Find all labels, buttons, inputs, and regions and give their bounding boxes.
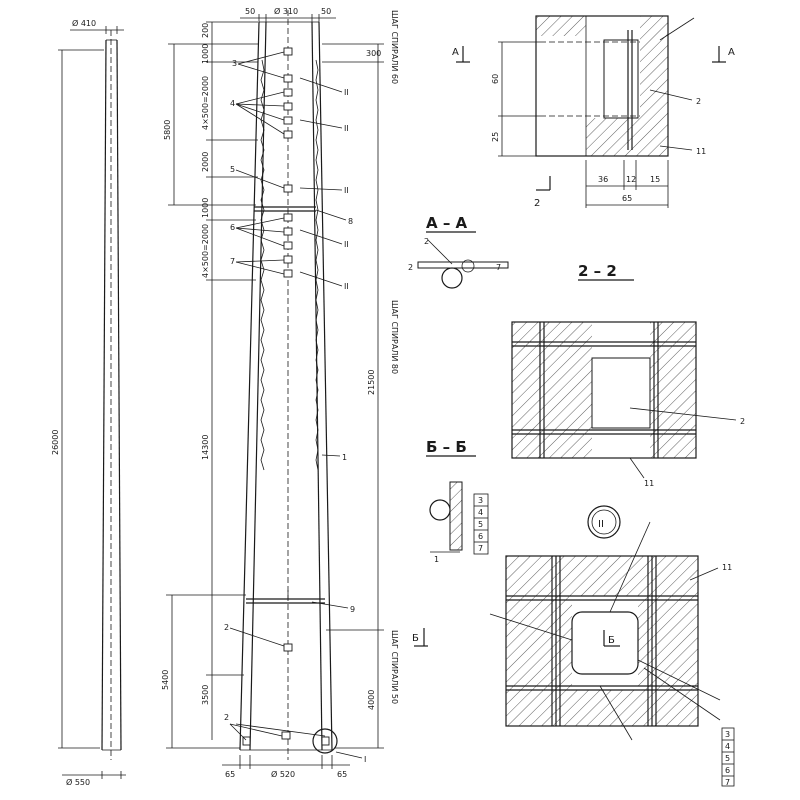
detail-mark-ii-2: II — [344, 124, 349, 133]
callout-2-lower: 2 — [224, 713, 229, 722]
dim-3500: 3500 — [201, 685, 210, 705]
bottom-dim-left: 65 — [225, 770, 235, 779]
section-aa-dim-7: 7 — [496, 263, 501, 272]
dim-1000-top: 1000 — [201, 44, 210, 64]
dim-14300: 14300 — [201, 435, 210, 460]
section-bb-callout-5: 5 — [478, 520, 483, 529]
dim-300: 300 — [366, 49, 381, 58]
top-dim-left: 50 — [245, 7, 255, 16]
callout-6: 6 — [230, 223, 235, 232]
section-mark-a-right: А — [728, 47, 735, 58]
detail-dim-65: 65 — [622, 194, 632, 203]
section-aa-title: А – А — [426, 214, 468, 232]
bottom-dim-right: 65 — [337, 770, 347, 779]
section-mark-2: 2 — [534, 198, 540, 209]
callout-5: 5 — [230, 165, 235, 174]
detail-dim-36: 36 — [598, 175, 608, 184]
callout-9: 9 — [350, 605, 355, 614]
section-22-callout-2: 2 — [740, 417, 745, 426]
detail-2-callout-3: 3 — [725, 730, 730, 739]
section-22-header: 2 – 2 — [578, 262, 634, 281]
detail-2-callout-11: 11 — [722, 563, 732, 572]
detail-dim-15: 15 — [650, 175, 660, 184]
bottom-dim-center: Ø 520 — [271, 769, 295, 779]
section-22-title: 2 – 2 — [578, 262, 617, 280]
section-22: 2 11 — [511, 321, 745, 488]
detail-dim-25: 25 — [491, 132, 500, 142]
detail-1: А А 2 60 25 36 12 15 65 2 11 — [452, 15, 735, 209]
detail-1-callout-2: 2 — [696, 97, 701, 106]
detail-2-section-mark: Б — [608, 635, 615, 646]
spiral-pitch-50: ШАГ СПИРАЛИ 50 — [390, 630, 399, 704]
detail-2-callout-6: 6 — [725, 766, 730, 775]
section-bb-callout-6: 6 — [478, 532, 483, 541]
section-bb-callout-7: 7 — [478, 544, 483, 553]
detail-2-callout-5: 5 — [725, 754, 730, 763]
dim-1000-mid: 1000 — [201, 198, 210, 218]
reinforcement-elevation: 50 Ø 310 50 65 Ø 520 65 200 1000 — [161, 6, 399, 779]
section-mark-b: Б — [412, 633, 419, 644]
callout-4: 4 — [230, 99, 235, 108]
section-mark-a-left: А — [452, 47, 459, 58]
detail-dim-12: 12 — [626, 175, 636, 184]
section-22-callout-11: 11 — [644, 479, 654, 488]
detail-mark-ii-4: II — [344, 240, 349, 249]
detail-2: II Б 11 3 4 5 6 — [489, 505, 735, 787]
callout-7: 7 — [230, 257, 235, 266]
detail-dim-60: 60 — [491, 74, 500, 84]
top-dim-right: 50 — [321, 7, 331, 16]
dim-5400: 5400 — [161, 670, 170, 690]
section-aa-callout-2: 2 — [424, 237, 429, 246]
dim-21500: 21500 — [367, 370, 376, 395]
spiral-pitch-80: ШАГ СПИРАЛИ 80 — [390, 300, 399, 374]
callout-8: 8 — [348, 217, 353, 226]
section-bb: Б – Б 3 4 5 6 7 1 Б — [412, 438, 489, 647]
callout-2-upper: 2 — [224, 623, 229, 632]
detail-mark-ii-5: II — [344, 282, 349, 291]
dim-4x500-top: 4×500=2000 — [201, 76, 210, 130]
detail-2-callout-7: 7 — [725, 778, 730, 787]
pole-elevation: Ø 410 Ø 550 26000 — [51, 18, 126, 787]
top-dim-center: Ø 310 — [274, 6, 298, 16]
dim-200: 200 — [201, 23, 210, 38]
embedded-parts — [242, 47, 330, 746]
bottom-diameter-label: Ø 550 — [66, 777, 90, 787]
detail-2-marker — [587, 505, 621, 539]
section-bb-dim: 1 — [434, 555, 439, 564]
detail-mark-i: I — [364, 755, 366, 764]
spiral-pitch-60: ШАГ СПИРАЛИ 60 — [390, 10, 399, 84]
callout-3: 3 — [232, 59, 237, 68]
detail-1-callout-11: 11 — [696, 147, 706, 156]
section-aa: А – А 2 2 7 — [408, 214, 509, 289]
top-diameter-label: Ø 410 — [72, 18, 96, 28]
section-aa-dim-2: 2 — [408, 263, 413, 272]
section-bb-title: Б – Б — [426, 438, 467, 456]
detail-mark-ii-3: II — [344, 186, 349, 195]
callout-1: 1 — [342, 453, 347, 462]
total-length-label: 26000 — [51, 430, 60, 455]
detail-2-title: II — [598, 519, 604, 530]
section-bb-callout-4: 4 — [478, 508, 483, 517]
detail-one-marker — [312, 728, 338, 754]
detail-2-callout-4: 4 — [725, 742, 730, 751]
dim-4x500-mid: 4×500=2000 — [201, 224, 210, 278]
dim-2000: 2000 — [201, 152, 210, 172]
dim-5800: 5800 — [163, 120, 172, 140]
section-bb-callout-3: 3 — [478, 496, 483, 505]
dim-4000: 4000 — [367, 690, 376, 710]
detail-mark-ii-1: II — [344, 88, 349, 97]
